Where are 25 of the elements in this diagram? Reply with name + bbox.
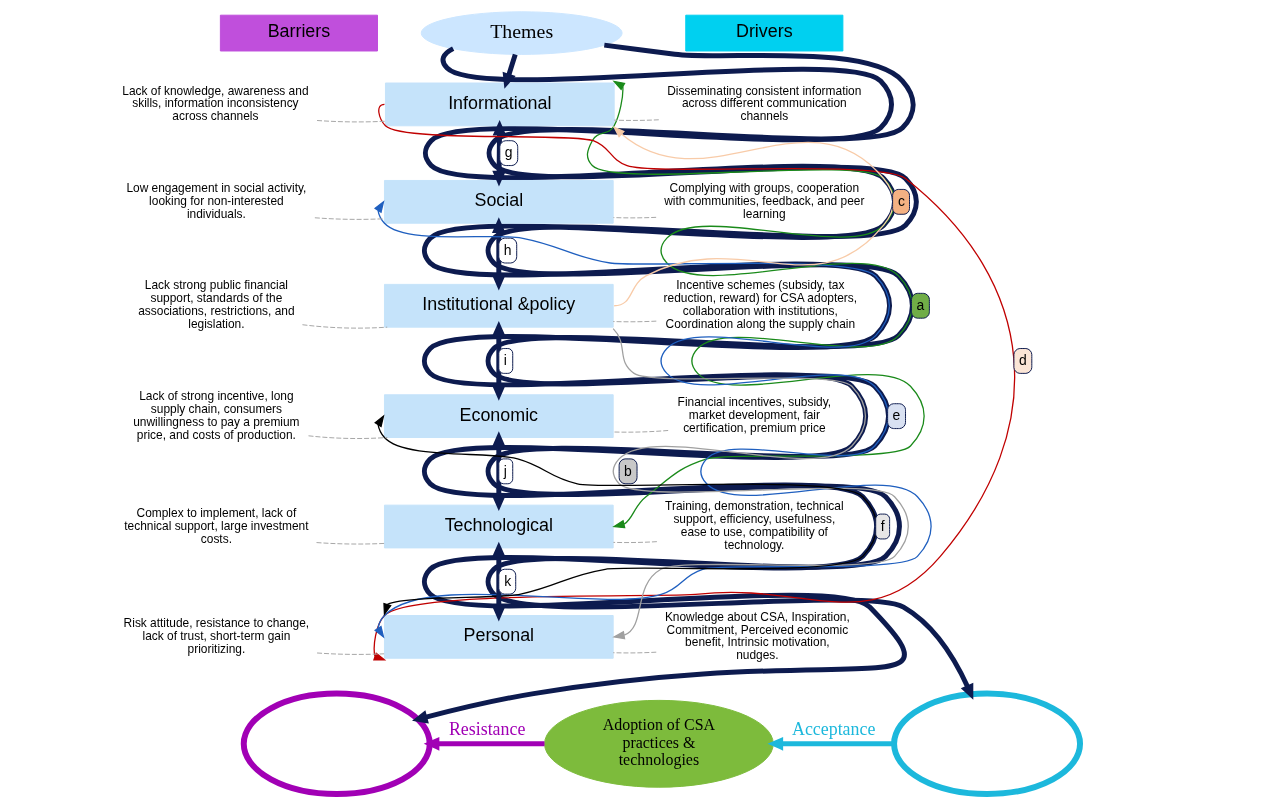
edge-label: f [880,517,885,534]
node-text: Low engagement in social activity, looking for non-interested individuals. [125,181,306,221]
node-text: Risk attitude, resistance to change, lack of trust, short-term gain prioritizing. [123,616,309,656]
edge-label: g [504,144,513,161]
edge-label: i [503,352,507,369]
node-text: Lack of knowledge, awareness and skills, information inconsistency across channels [121,83,309,124]
node-text: Complex to implement, lack of technical support, large investment costs. [123,505,309,546]
edge-label: d [1018,352,1027,369]
edge-label: c [897,193,905,210]
node-text: Incentive schemes (subsidy, tax reduction, reward) for CSA adopters, collaboration with institutions, Coordination along the supply chain [663,278,857,332]
node-text: Disseminating consistent information across different communication channels [666,83,861,124]
edge-label: e [892,407,900,424]
edge-label: j [503,462,507,479]
node-text: Lack of strong incentive, long supply chain, consumers unwillingness to pay a premium price, and costs of production. [132,388,300,442]
edge-label: a [915,296,924,313]
edge-label: k [503,572,511,589]
node-text: Training, demonstration, technical support, efficiency, usefulness, ease to use, compatibility of technology. [664,499,844,552]
node-text: Financial incentives, subsidy, market development, fair certification, premium price [677,395,831,436]
edge-label: Acceptance [791,719,875,740]
edge-label: h [503,241,512,258]
node-text: Knowledge about CSA, Inspiration, Commitment, Perceived economic benefit, Intrinsic motivation, nudges. [664,609,850,663]
edge-label: Resistance [448,719,525,740]
node-text: Complying with groups, cooperation with communities, feedback, and peer learning [663,181,864,221]
node-text: Lack strong public financial support, standards of the associations, restrictions, and legislation. [137,278,295,332]
edge-label: b [623,462,632,479]
